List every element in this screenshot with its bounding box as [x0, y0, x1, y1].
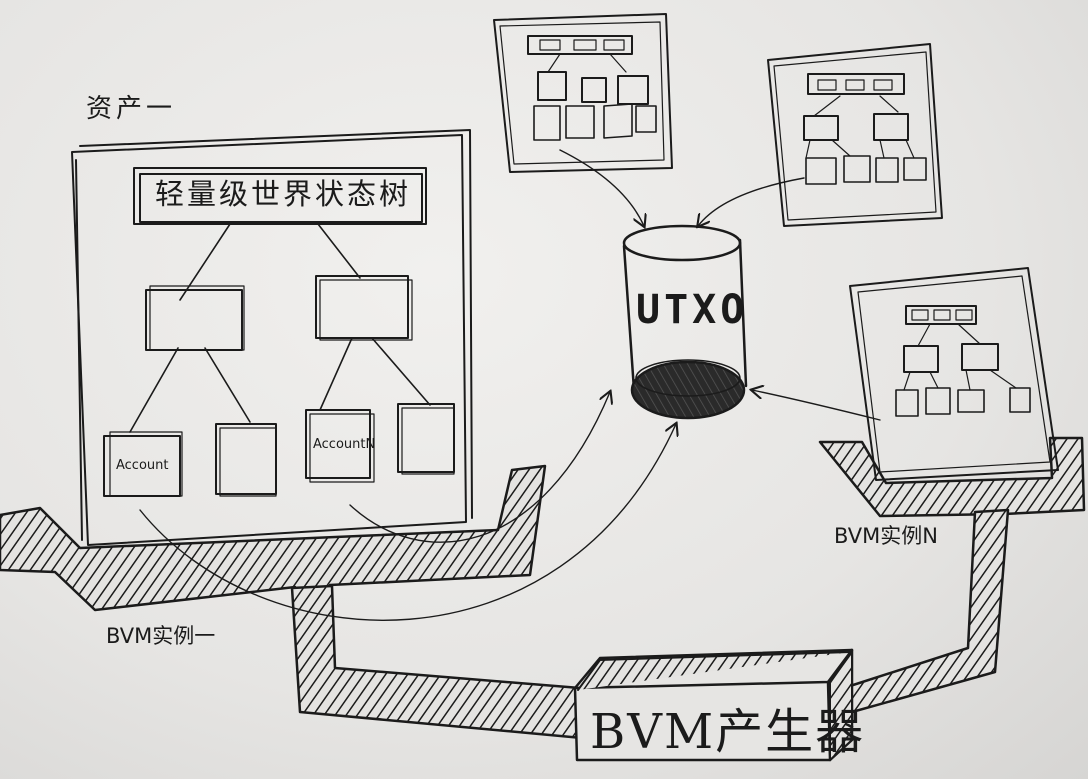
account-leaf-last	[305, 409, 371, 479]
account-leaf-4	[397, 403, 455, 473]
utxo-label: UTXO	[636, 287, 749, 333]
account-last-label: AccountN	[313, 437, 376, 452]
tree-node-right-shadow	[319, 279, 413, 341]
tree-node-left-shadow	[149, 285, 245, 351]
tree-node-right	[315, 275, 409, 339]
bvm-instance-last-label: BVM实例N	[834, 524, 938, 548]
bvm-instance-first-label: BVM实例一	[106, 624, 216, 648]
mini-asset-panel-right	[849, 267, 1059, 481]
asset-label: 资产一	[86, 94, 177, 124]
utxo-arrows	[139, 149, 881, 621]
world-state-tree-label: 轻量级世界状态树	[154, 177, 411, 211]
world-state-tree-box	[133, 167, 427, 225]
utxo-database-cylinder	[622, 224, 748, 420]
bvm-generator-box	[573, 648, 854, 762]
bvm-generator-label: BVM产生器	[590, 704, 866, 760]
pipe-left-connector	[290, 584, 584, 740]
tree-links	[129, 223, 431, 433]
account-first-label: Account	[116, 458, 169, 473]
mini-asset-panel-top-right	[767, 43, 943, 227]
asset-container	[71, 129, 473, 546]
account-leaf-2	[215, 423, 277, 495]
tree-node-left	[145, 289, 243, 351]
bvm-instance-last-tray	[818, 436, 1086, 518]
mini-asset-panel-top	[493, 13, 673, 173]
